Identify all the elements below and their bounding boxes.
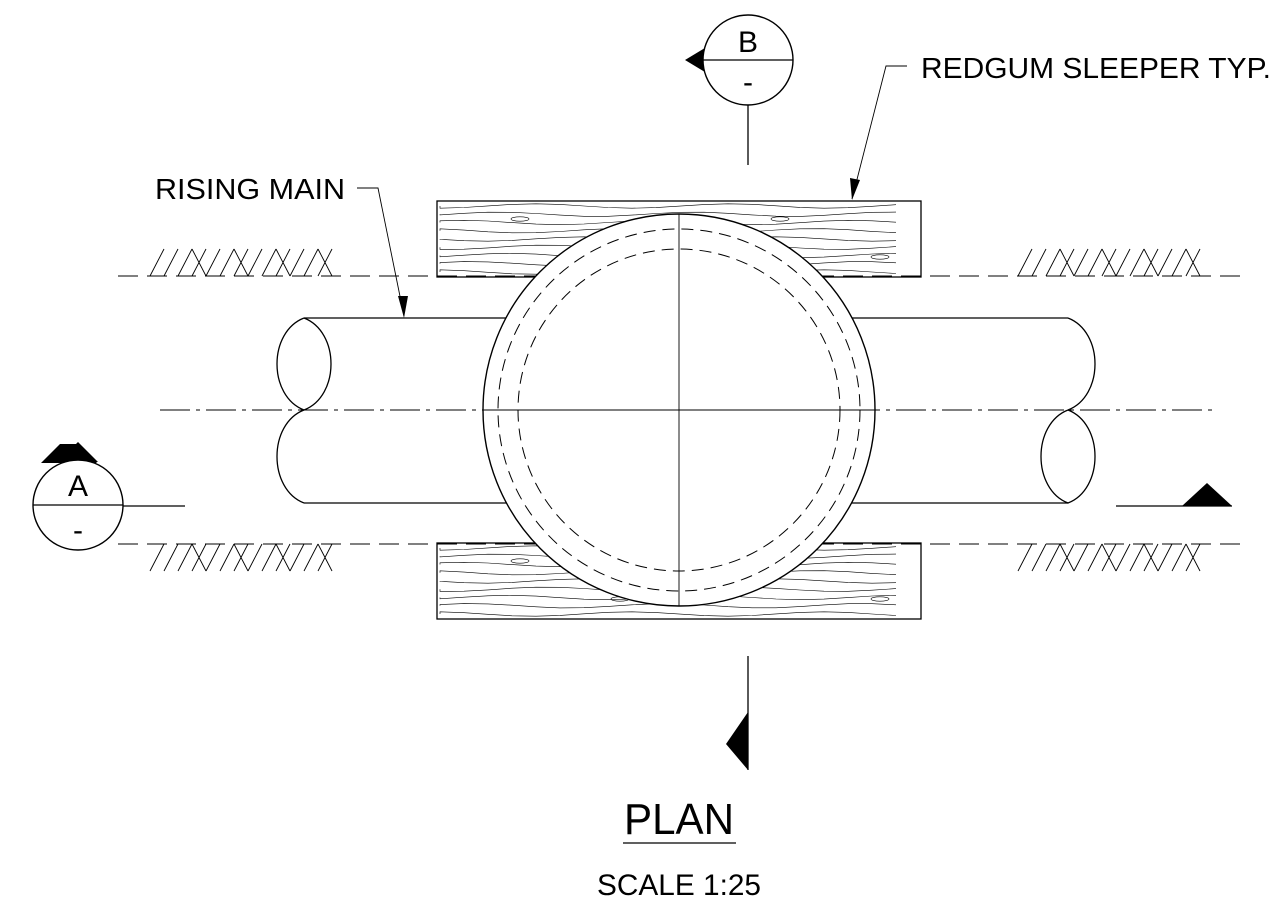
drawing-scale: SCALE 1:25 [597,869,761,902]
earth-hatch-top-left [149,248,333,277]
section-b-letter: B [738,26,758,59]
label-rising-main: RISING MAIN [155,174,345,206]
pipe-left [276,317,510,504]
section-marker-b: B - [685,14,794,165]
pipe-right [850,317,1096,504]
section-a-letter: A [68,470,88,503]
earth-hatch-top-right [1017,248,1201,277]
leader-rising-main: RISING MAIN [155,174,408,318]
section-marker-a: A - [32,442,185,551]
earth-hatch-bottom-left [149,543,333,572]
section-a-sheet: - [73,514,83,547]
section-b-cutline-bottom [726,656,749,770]
leader-sleeper: REDGUM SLEEPER TYP. [850,53,1271,200]
title-block: PLAN SCALE 1:25 [597,795,761,902]
earth-hatch-bottom-right [1017,543,1201,572]
section-b-sheet: - [743,66,753,99]
label-sleeper: REDGUM SLEEPER TYP. [921,53,1271,85]
page-title: PLAN [624,795,734,844]
section-a-cutline-right [1116,483,1232,507]
